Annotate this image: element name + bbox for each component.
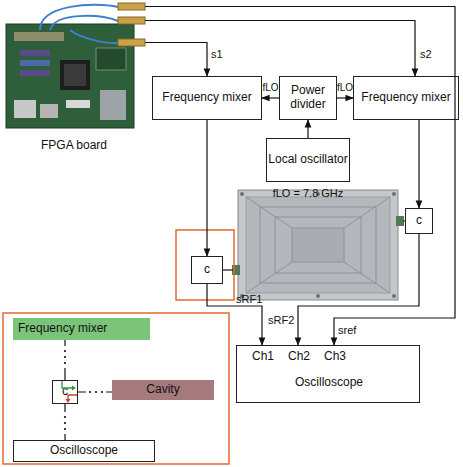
screw [240,192,244,196]
signal-label: sRF2 [268,314,294,326]
ellipsis-dot [64,350,66,352]
node-text: FPGA board [41,139,107,153]
divider-box: Power divider [279,76,337,120]
signal-connector [207,284,262,345]
cavity-ridge [344,262,390,293]
mixer-box: Frequency mixer [353,76,459,120]
fpga-board-photo [6,3,145,128]
signal-label: sref [338,324,356,336]
signal-connector [78,391,112,392]
node-text: Local oscillator [268,153,347,167]
cavity-ridge [344,197,390,228]
frequency-note: fLO = 7.8 GHz [273,187,344,199]
ellipsis-dot [64,362,66,364]
cavity-ring [260,207,376,283]
ellipsis-dot [64,428,66,430]
signal-label: s2 [420,48,432,60]
signal-connector [307,120,308,138]
signal-label: fLO [262,82,278,93]
signal-label: sRF1 [236,293,262,305]
cavity-ridge [246,262,292,293]
signal-connector [64,340,65,380]
wire [223,269,233,270]
node-text: c [62,385,68,399]
coupler-box: c [191,256,223,284]
connector-row [20,60,50,66]
node-text: Frequency mixer [18,322,107,336]
node-text: Frequency mixer [361,91,450,105]
cavity-photo [232,190,404,300]
port [100,90,126,120]
mixer-box: Frequency mixer [152,76,262,120]
oscilloscope-box: Ch1 Ch2 Ch3Oscilloscope [236,345,420,403]
sma-connector [118,39,145,46]
coupler-box: c [405,208,433,234]
cable [70,30,118,43]
node-text: Cavity [146,383,179,397]
inset-oscilloscope-box: Oscilloscope [13,440,155,462]
node-text: c [204,263,210,277]
node-text: c [416,214,422,228]
signal-connector [418,120,419,208]
connector-row [20,50,50,56]
gap [60,412,70,434]
cavity-port [396,216,404,226]
pcb [6,24,134,128]
ellipsis-dot [101,391,103,393]
signal-connector [298,234,419,345]
sma-connector [118,17,145,24]
ellipsis-dot [89,391,91,393]
node-text: Ch3 [324,350,346,364]
port [14,100,36,118]
inset-cavity-box: Cavity [112,380,214,400]
screw [392,192,396,196]
gap [86,387,106,397]
signal-connector [145,43,207,77]
cavity-ring [275,217,361,273]
port [40,104,58,118]
cavity-ring [292,228,344,262]
fpga-chip [60,60,90,90]
fpga-die [64,64,86,86]
inset-frame [3,313,229,464]
chip [66,100,90,108]
node-text: Ch2 [288,350,310,364]
gap [60,346,70,368]
ellipsis-dot [64,356,66,358]
cavity-ridge [246,197,292,228]
oscillator-box: Local oscillator [266,138,350,182]
ellipsis-dot [95,391,97,393]
cavity-lid [246,197,390,293]
ellipsis-dot [64,416,66,418]
cavity-port [232,265,240,275]
inset-coupler-box: c [52,380,78,404]
signal-connector [145,7,455,346]
sma-connector [118,3,145,10]
connector-row [20,70,50,76]
node-text: Power divider [280,84,336,112]
signal-connector [64,404,65,440]
node-text: Frequency mixer [162,91,251,105]
cavity-body [238,190,398,300]
highlight-frame [176,230,234,300]
signal-connector [262,97,279,98]
node-text: Oscilloscope [295,376,363,390]
board-photo-node: FPGA board [3,3,145,153]
cable [50,16,118,30]
header [14,32,64,41]
cable [40,5,118,30]
ellipsis-dot [64,422,66,424]
signal-label: fLO [337,82,353,93]
screw [316,294,320,298]
screw [392,294,396,298]
signal-connector [206,120,207,256]
inset-mixer-box: Frequency mixer [13,318,150,340]
signal-connector [337,97,353,98]
signal-connector [145,21,415,77]
signal-label: s1 [211,48,223,60]
node-text: Ch1 [252,350,274,364]
module [96,48,126,70]
node-text: Oscilloscope [50,444,118,458]
